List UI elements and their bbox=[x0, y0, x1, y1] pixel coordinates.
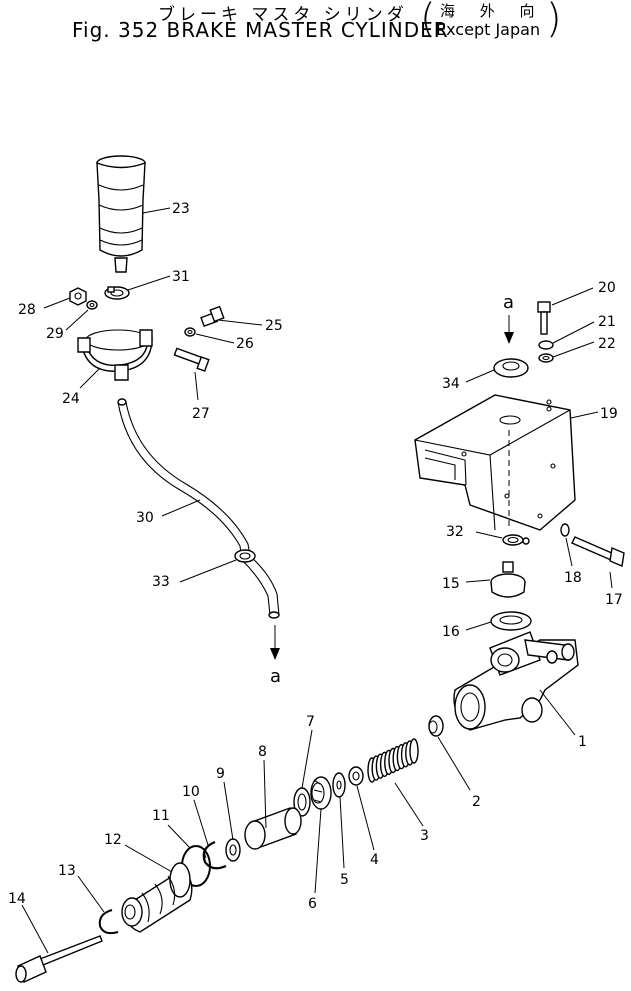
bolt-part-25 bbox=[200, 305, 225, 327]
grommet-part-33 bbox=[234, 549, 256, 563]
callout-10: 10 bbox=[182, 784, 200, 800]
callout-1: 1 bbox=[578, 734, 587, 750]
close-paren-glyph: ) bbox=[546, 0, 562, 42]
callout-8: 8 bbox=[258, 744, 267, 760]
callout-13: 13 bbox=[58, 863, 76, 879]
snap-ring-part-13 bbox=[98, 909, 119, 935]
callout-4: 4 bbox=[370, 852, 379, 868]
arrow-to-a-lower bbox=[270, 625, 280, 660]
washer-part-26 bbox=[184, 327, 196, 337]
figure-title: Fig. 352 BRAKE MASTER CYLINDER bbox=[72, 18, 449, 42]
washer-part-29 bbox=[86, 300, 98, 310]
connection-marker-lower: a bbox=[270, 666, 281, 687]
callout-17: 17 bbox=[605, 592, 623, 608]
callout-3: 3 bbox=[420, 828, 429, 844]
region-note: ( 海 外 向 Except Japan ) bbox=[420, 0, 562, 42]
title-japanese: ブレーキ マスタ シリンダ bbox=[158, 5, 408, 25]
reservoir-bracket-part-24 bbox=[77, 329, 153, 381]
callout-9: 9 bbox=[216, 766, 225, 782]
reservoir-part-23 bbox=[96, 155, 146, 273]
callout-25: 25 bbox=[265, 318, 283, 334]
callout-33: 33 bbox=[152, 574, 170, 590]
callout-12: 12 bbox=[104, 832, 122, 848]
callout-34: 34 bbox=[442, 376, 460, 392]
open-paren-glyph: ( bbox=[420, 0, 436, 42]
callout-16: 16 bbox=[442, 624, 460, 640]
primary-cup-part-6 bbox=[310, 776, 332, 810]
callout-23: 23 bbox=[172, 201, 190, 217]
mounting-bracket-part-19 bbox=[414, 394, 576, 531]
callout-14: 14 bbox=[8, 891, 26, 907]
spring-seat-part-4 bbox=[348, 766, 364, 786]
bolt-part-27 bbox=[173, 347, 210, 372]
arrow-to-a-upper bbox=[504, 315, 514, 344]
washer-part-5 bbox=[332, 772, 346, 798]
callout-20: 20 bbox=[598, 280, 616, 296]
callout-19: 19 bbox=[600, 406, 618, 422]
hose-clamp-part-31 bbox=[104, 286, 130, 300]
leader-lines bbox=[21, 207, 613, 954]
piston-part-8 bbox=[244, 807, 302, 850]
washer-part-18 bbox=[560, 523, 570, 537]
stop-washer-part-9 bbox=[225, 838, 241, 862]
spring-coil bbox=[409, 738, 419, 764]
cylinder-body-part-1 bbox=[453, 631, 579, 731]
washer-part-22 bbox=[538, 353, 554, 363]
dust-boot-part-12 bbox=[121, 862, 193, 933]
hose-part-30 bbox=[117, 398, 280, 619]
callout-6: 6 bbox=[308, 896, 317, 912]
callout-7: 7 bbox=[306, 714, 315, 730]
callout-24: 24 bbox=[62, 391, 80, 407]
bolt-part-20 bbox=[537, 301, 551, 335]
callout-28: 28 bbox=[18, 302, 36, 318]
callout-29: 29 bbox=[46, 326, 64, 342]
filler-fitting-part-15 bbox=[490, 561, 526, 598]
callout-22: 22 bbox=[598, 336, 616, 352]
callout-11: 11 bbox=[152, 808, 170, 824]
hose-clamp-part-32 bbox=[502, 534, 530, 546]
callout-27: 27 bbox=[192, 406, 210, 422]
nut-part-28 bbox=[69, 287, 87, 306]
callout-21: 21 bbox=[598, 314, 616, 330]
callout-31: 31 bbox=[172, 269, 190, 285]
connection-marker-upper: a bbox=[503, 292, 514, 313]
callout-32: 32 bbox=[446, 524, 464, 540]
callout-2: 2 bbox=[472, 794, 481, 810]
callout-18: 18 bbox=[564, 570, 582, 586]
grommet-part-34 bbox=[493, 358, 529, 378]
push-rod-part-14 bbox=[15, 935, 103, 983]
callout-5: 5 bbox=[340, 872, 349, 888]
spring-washer-part-21 bbox=[538, 340, 554, 350]
part-callouts: 23 31 28 29 25 26 27 24 30 33 20 21 22 3… bbox=[8, 201, 623, 912]
bolt-part-17 bbox=[571, 536, 625, 567]
callout-30: 30 bbox=[136, 510, 154, 526]
region-note-japanese: 海 外 向 bbox=[440, 2, 545, 20]
return-spring-part-3 bbox=[367, 738, 419, 783]
callout-26: 26 bbox=[236, 336, 254, 352]
callout-15: 15 bbox=[442, 576, 460, 592]
check-valve-part-2 bbox=[428, 715, 444, 737]
region-note-english: Except Japan bbox=[436, 20, 541, 39]
seal-ring-part-16 bbox=[490, 611, 532, 631]
